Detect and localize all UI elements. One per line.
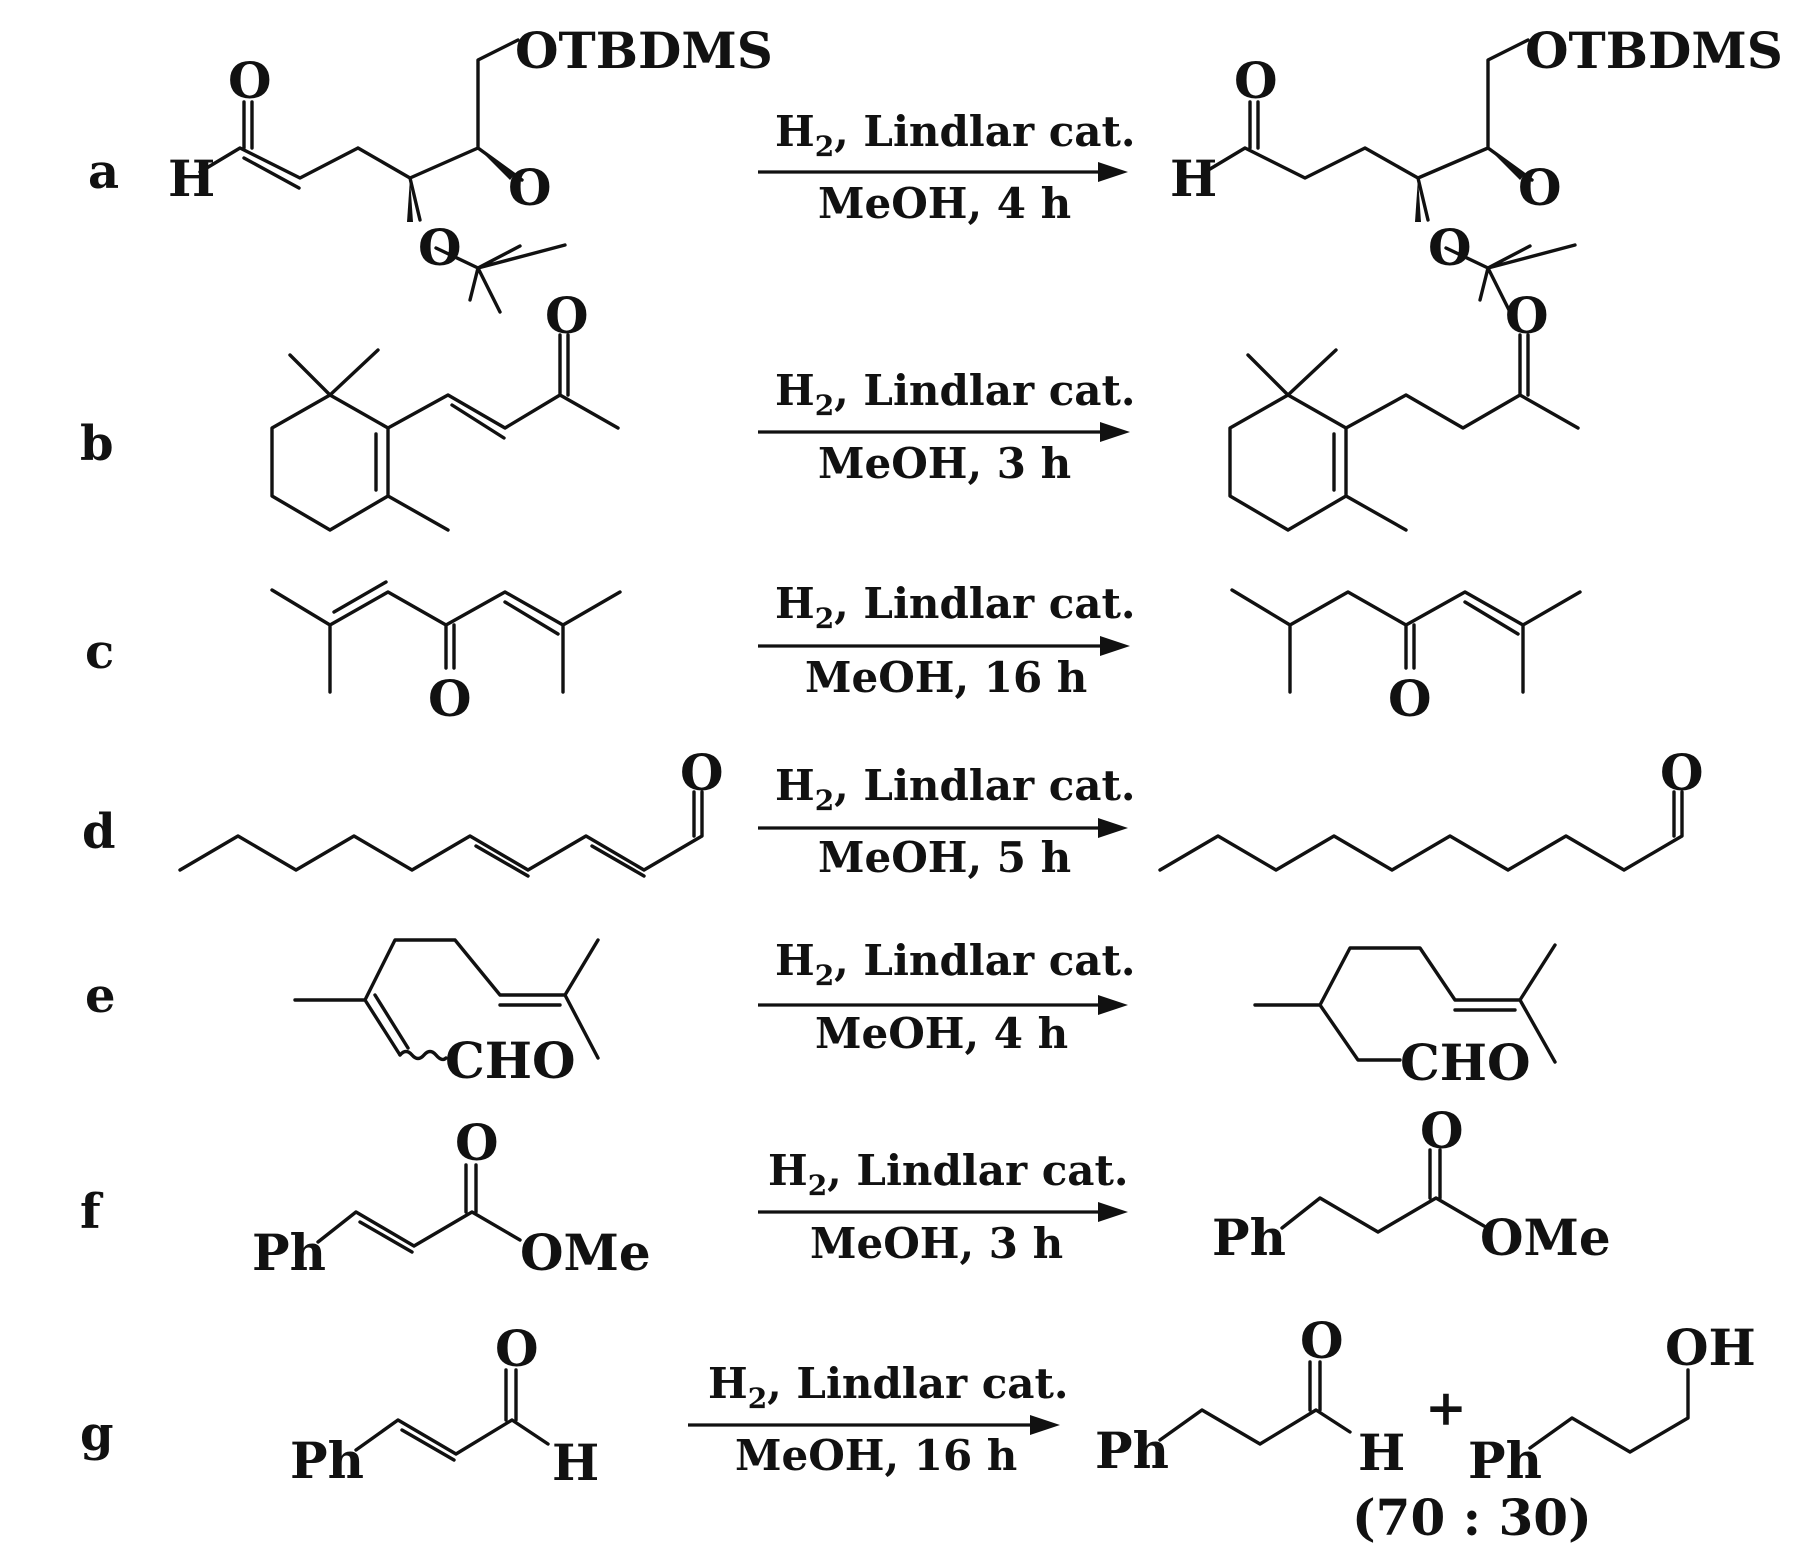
atom-h: H [168, 149, 215, 208]
atom-o: O [680, 743, 724, 802]
structure-d-product: O [1158, 743, 1704, 872]
atom-otbdms: OTBDMS [515, 21, 773, 80]
reaction-arrow-g: H2, Lindlar cat. MeOH, 16 h [688, 1359, 1069, 1480]
structure-g-reactant: Ph O H [290, 1319, 599, 1492]
reaction-arrow-d: H2, Lindlar cat. MeOH, 5 h [758, 761, 1136, 882]
reaction-row-d: d O H2, Lindlar cat. MeOH, 5 h O [82, 743, 1704, 882]
reaction-label-g: g [80, 1406, 114, 1462]
conditions-solvent-time: MeOH, 4 h [818, 179, 1071, 228]
structure-a-reactant: H O OTBDMS O O [168, 21, 773, 314]
atom-o: O [428, 669, 472, 728]
atom-o: O [1388, 669, 1432, 728]
structure-c-product: O [1230, 588, 1582, 728]
structure-e-reactant: CHO [293, 938, 600, 1090]
conditions-solvent-time: MeOH, 3 h [810, 1219, 1063, 1268]
atom-ph: Ph [1468, 1431, 1542, 1490]
atom-o: O [1518, 158, 1562, 217]
reaction-row-g: g Ph O H H2, Lindlar cat. MeOH, 16 h Ph … [80, 1311, 1756, 1547]
reaction-label-c: c [85, 624, 114, 680]
structure-b-product: O [1228, 286, 1580, 532]
reaction-row-f: f Ph O OMe H2, Lindlar cat. MeOH, 3 h Ph… [80, 1101, 1611, 1282]
reaction-row-c: c O H2, Lindlar cat. MeOH, 16 h O [85, 579, 1582, 728]
reaction-label-d: d [82, 804, 116, 860]
conditions-reagent: H2, Lindlar cat. [775, 579, 1136, 635]
conditions-reagent: H2, Lindlar cat. [768, 1146, 1129, 1202]
conditions-solvent-time: MeOH, 3 h [818, 439, 1071, 488]
conditions-reagent: H2, Lindlar cat. [775, 366, 1136, 422]
conditions-reagent: H2, Lindlar cat. [775, 761, 1136, 817]
reaction-arrow-e: H2, Lindlar cat. MeOH, 4 h [758, 936, 1136, 1058]
atom-cho: CHO [445, 1031, 576, 1090]
atom-ph: Ph [1212, 1208, 1286, 1267]
atom-h: H [552, 1433, 599, 1492]
conditions-solvent-time: MeOH, 5 h [818, 833, 1071, 882]
atom-otbdms: OTBDMS [1525, 21, 1783, 80]
reaction-arrow-f: H2, Lindlar cat. MeOH, 3 h [758, 1146, 1129, 1268]
atom-h: H [1358, 1423, 1405, 1482]
reaction-label-f: f [80, 1184, 104, 1240]
reaction-label-b: b [80, 416, 114, 472]
atom-o: O [1234, 51, 1278, 110]
structure-d-reactant: O [178, 743, 724, 878]
product-ratio: (70 : 30) [1352, 1488, 1592, 1547]
reaction-arrow-c: H2, Lindlar cat. MeOH, 16 h [758, 579, 1136, 702]
conditions-solvent-time: MeOH, 4 h [815, 1009, 1068, 1058]
conditions-reagent: H2, Lindlar cat. [775, 936, 1136, 992]
atom-o: O [1420, 1101, 1464, 1160]
atom-o: O [418, 218, 462, 277]
atom-ph: Ph [252, 1223, 326, 1282]
atom-o: O [1660, 743, 1704, 802]
atom-ome: OMe [1480, 1208, 1611, 1267]
atom-o: O [228, 51, 272, 110]
structure-g-product-aldehyde: Ph O H [1095, 1311, 1405, 1482]
atom-o: O [1428, 218, 1472, 277]
structure-f-reactant: Ph O OMe [252, 1113, 651, 1282]
reaction-row-a: a H O OTBDMS O O H2, Lindlar cat. MeOH, … [88, 21, 1783, 314]
conditions-reagent: H2, Lindlar cat. [775, 107, 1136, 163]
plus-sign: + [1425, 1378, 1467, 1437]
atom-o: O [1300, 1311, 1344, 1370]
atom-h: H [1170, 149, 1217, 208]
structure-a-product: H O OTBDMS O O [1170, 21, 1783, 314]
reaction-row-b: b O H2, Lindlar cat. MeOH, 3 h O [80, 286, 1580, 532]
atom-ph: Ph [290, 1431, 364, 1490]
structure-g-product-alcohol: Ph OH [1468, 1318, 1756, 1490]
reaction-arrow-b: H2, Lindlar cat. MeOH, 3 h [758, 366, 1136, 488]
conditions-reagent: H2, Lindlar cat. [708, 1359, 1069, 1415]
conditions-solvent-time: MeOH, 16 h [735, 1431, 1017, 1480]
atom-o: O [508, 158, 552, 217]
structure-f-product: Ph O OMe [1212, 1101, 1611, 1267]
atom-o: O [545, 286, 589, 345]
atom-ome: OMe [520, 1223, 651, 1282]
atom-cho: CHO [1400, 1033, 1531, 1092]
atom-o: O [1505, 286, 1549, 345]
reaction-label-a: a [88, 144, 119, 200]
atom-ph: Ph [1095, 1421, 1169, 1480]
atom-o: O [455, 1113, 499, 1172]
structure-b-reactant: O [270, 286, 620, 532]
structure-c-reactant: O [270, 580, 622, 728]
reaction-label-e: e [85, 968, 116, 1024]
reaction-row-e: e CHO H2, Lindlar cat. MeOH, 4 h CHO [85, 936, 1557, 1092]
structure-e-product: CHO [1253, 943, 1557, 1092]
atom-oh: OH [1665, 1318, 1756, 1377]
reaction-arrow-a: H2, Lindlar cat. MeOH, 4 h [758, 107, 1136, 228]
conditions-solvent-time: MeOH, 16 h [805, 653, 1087, 702]
atom-o: O [495, 1319, 539, 1378]
